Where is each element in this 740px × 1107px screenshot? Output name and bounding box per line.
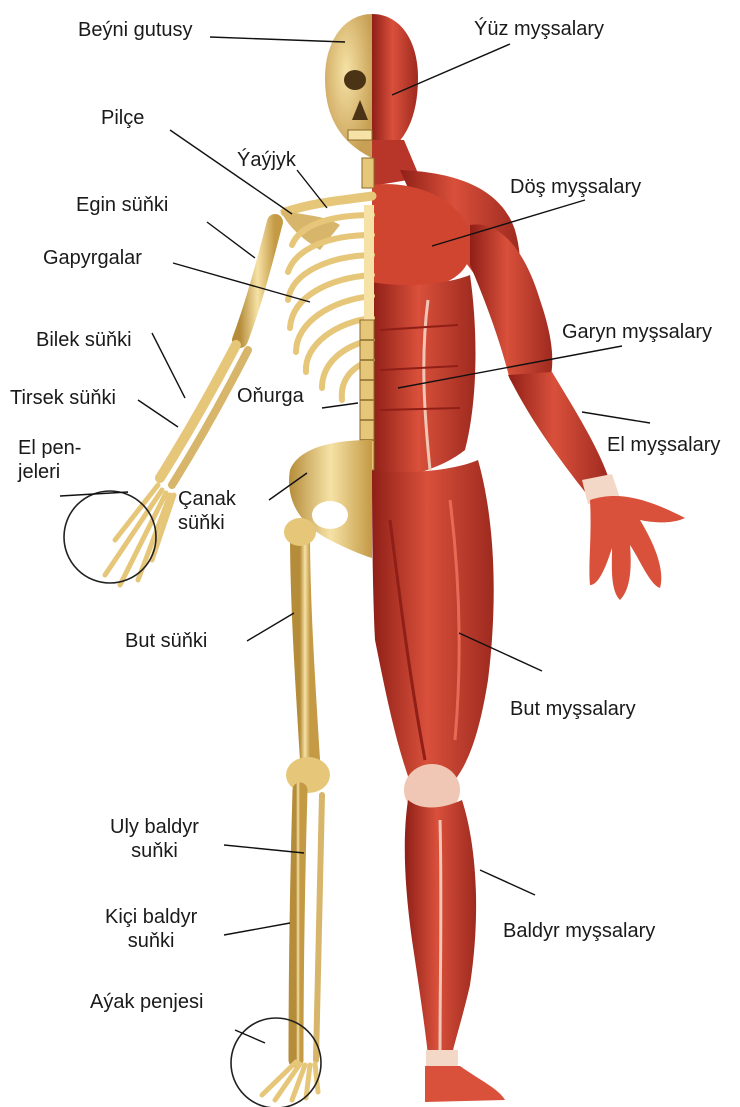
label-uly-baldyr-line2: suňki — [110, 839, 199, 863]
label-uly-baldyr-line1: Uly baldyr — [110, 815, 199, 839]
radius — [160, 345, 236, 478]
label-but-myssalary: But myşsalary — [510, 697, 636, 721]
clavicle — [285, 196, 372, 212]
label-kici-baldyr-line2: suňki — [105, 929, 197, 953]
label-uly-baldyr: Uly baldyr suňki — [110, 815, 199, 863]
ulna — [172, 350, 248, 485]
fibula — [316, 795, 322, 1060]
label-canak-sunki-line1: Çanak — [178, 487, 236, 511]
thigh-muscles — [372, 460, 494, 782]
label-canak-sunki-line2: süňki — [178, 511, 236, 535]
label-egin-sunki: Egin süňki — [76, 193, 168, 217]
label-el-penjeleri-line2: jeleri — [18, 460, 81, 484]
label-el-penjeleri-line1: El pen- — [18, 436, 81, 460]
label-baldyr-myssalary: Baldyr myşsalary — [503, 919, 655, 943]
upper-arm-muscles — [470, 224, 552, 380]
label-kici-baldyr-line1: Kiçi baldyr — [105, 905, 197, 929]
label-but-sunki: But süňki — [125, 629, 207, 653]
label-bilek-sunki: Bilek süňki — [36, 328, 132, 352]
tibia — [296, 790, 300, 1060]
label-el-penjeleri: El pen- jeleri — [18, 436, 81, 484]
ribcage — [288, 215, 372, 400]
foot-muscles — [425, 1066, 505, 1102]
forearm-muscles — [508, 372, 610, 492]
label-dos-myssalary: Döş myşsalary — [510, 175, 641, 199]
label-canak-sunki: Çanak süňki — [178, 487, 236, 535]
label-yuz-myssalary: Ýüz myşsalary — [474, 17, 604, 41]
foot-bones — [262, 1062, 318, 1100]
label-yayjyk: Ýaýjyk — [237, 148, 296, 172]
femur — [300, 535, 310, 760]
humerus — [240, 222, 275, 340]
label-el-myssalary: El myşsalary — [607, 433, 720, 457]
label-beyni-gutusy: Beýni gutusy — [78, 18, 193, 42]
label-garyn-myssalary: Garyn myşsalary — [562, 320, 712, 344]
label-onurga: Oňurga — [237, 384, 304, 408]
hand-bones — [105, 485, 174, 585]
label-tirsek-sunki: Tirsek süňki — [10, 386, 116, 410]
label-ayak-penjesi: Aýak penjesi — [90, 990, 203, 1014]
hand-muscles — [589, 496, 685, 600]
label-gapyrgalar: Gapyrgalar — [43, 246, 142, 270]
label-pilce: Pilçe — [101, 106, 144, 130]
label-kici-baldyr: Kiçi baldyr suňki — [105, 905, 197, 953]
